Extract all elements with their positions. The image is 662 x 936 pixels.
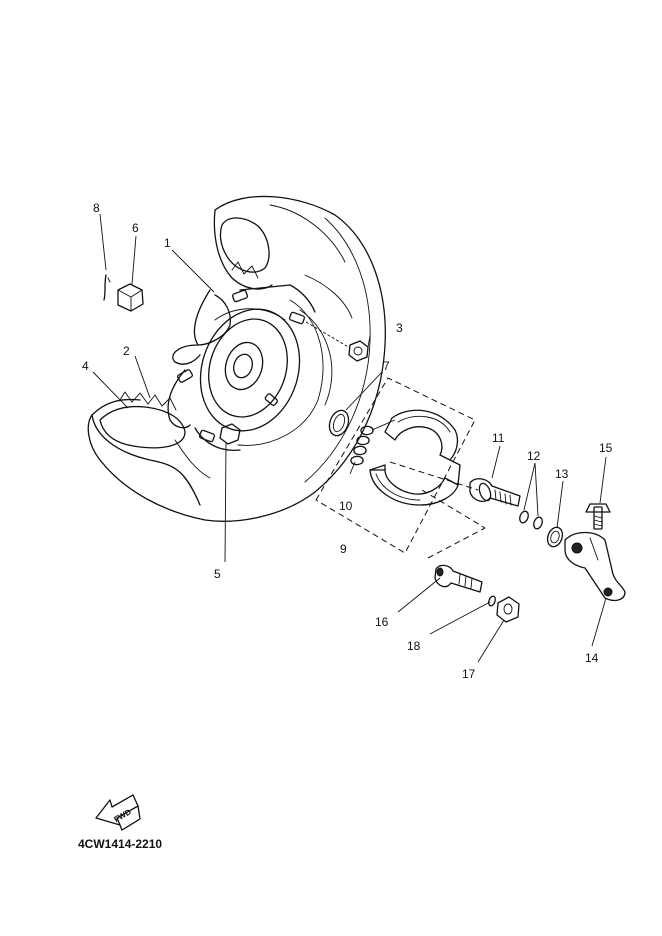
nut-17 (496, 596, 520, 623)
callout-3: 3 (396, 321, 403, 335)
fwd-arrow-icon: FWD (95, 794, 141, 831)
leader-lines (92, 213, 607, 663)
axle-pin-16 (434, 564, 483, 593)
seal-13 (546, 526, 564, 548)
lock-nut-6 (117, 283, 144, 312)
callout-6: 6 (132, 221, 139, 235)
callout-11: 11 (492, 431, 505, 445)
callout-17: 17 (462, 667, 476, 681)
washers-12 (519, 510, 543, 530)
wheel-tire-assembly (87, 195, 386, 522)
callout-16: 16 (375, 615, 389, 629)
bolt-15 (585, 503, 611, 530)
callout-18: 18 (407, 639, 421, 653)
washer-18 (488, 595, 496, 607)
callout-10: 10 (339, 499, 353, 513)
callout-7: 7 (383, 359, 390, 373)
brake-cam-lever-14 (564, 531, 626, 602)
wheel-nut-3 (305, 321, 369, 362)
brake-shoes (369, 409, 461, 506)
callout-15: 15 (599, 441, 613, 455)
valve-8 (103, 274, 111, 301)
callout-12: 12 (527, 449, 541, 463)
callout-9: 9 (340, 542, 347, 556)
callout-14: 14 (585, 651, 599, 665)
callout-labels: 1 2 3 4 5 6 7 8 9 10 11 12 13 14 15 16 1… (82, 201, 613, 681)
callout-13: 13 (555, 467, 569, 481)
brake-shoe-kit-box (315, 377, 476, 554)
return-spring-10 (349, 419, 396, 475)
callout-2: 2 (123, 344, 130, 358)
wheel-stud (177, 289, 306, 443)
drawing-code: 4CW1414-2210 (78, 837, 162, 851)
callout-4: 4 (82, 359, 89, 373)
callout-1: 1 (164, 236, 171, 250)
callout-5: 5 (214, 567, 221, 581)
brake-camshaft-11 (469, 478, 521, 507)
callout-8: 8 (93, 201, 100, 215)
o-ring-7 (328, 409, 350, 437)
